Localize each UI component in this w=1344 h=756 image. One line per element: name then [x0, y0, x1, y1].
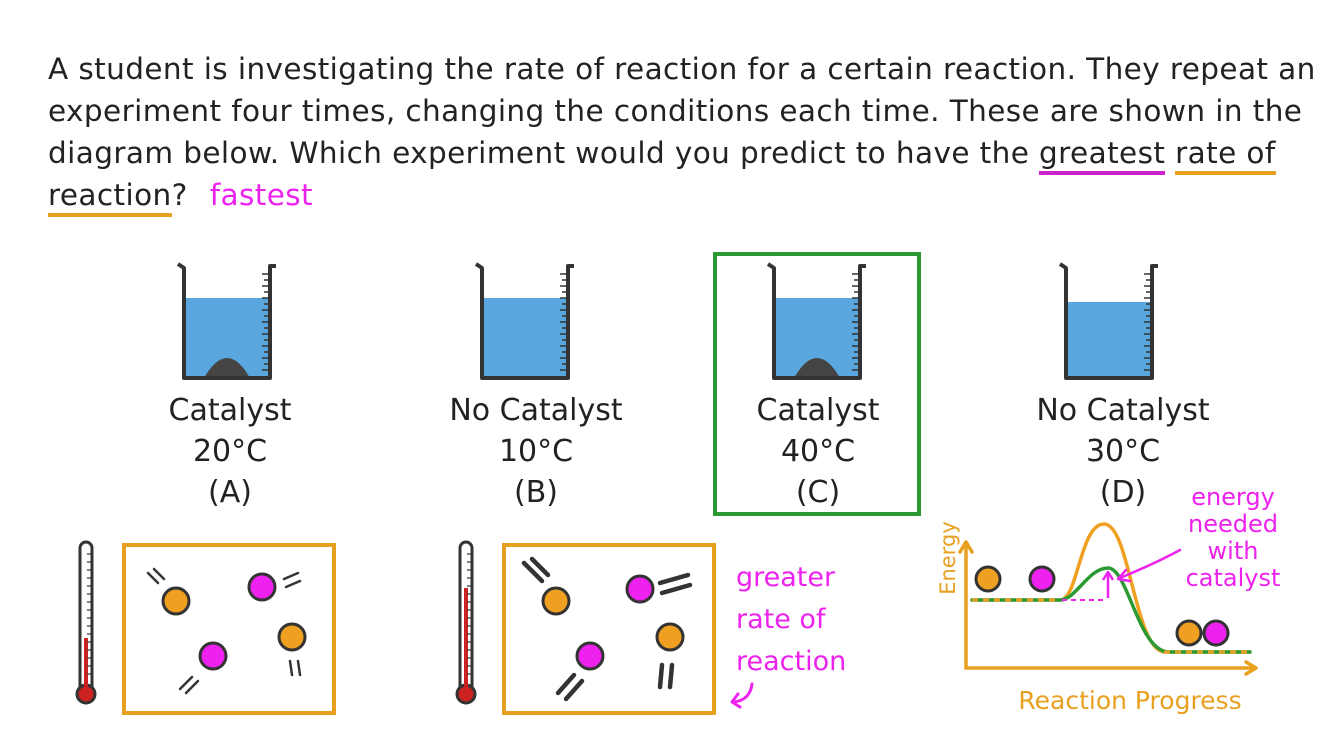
- water: [482, 298, 568, 378]
- product-pink-particle: [1202, 619, 1230, 647]
- underline-greatest: greatest: [1039, 136, 1166, 175]
- orange-particle: [541, 586, 571, 616]
- energy-needed-note: energy needed with catalyst: [1166, 484, 1300, 592]
- orange-particle: [277, 622, 307, 652]
- note-line: rate of: [736, 604, 826, 635]
- particle-box-fast: [502, 543, 716, 715]
- condition-catalyst: Catalyst: [756, 393, 880, 428]
- greater-rate-note: greater rate of reaction: [736, 557, 846, 683]
- underline-rate-of-reaction: rate of reaction: [48, 136, 1276, 217]
- experiment-letter: (D): [1099, 475, 1147, 510]
- thermometer-high: [455, 540, 477, 705]
- condition-catalyst: Catalyst: [168, 393, 292, 428]
- graph-axes: [964, 542, 1256, 670]
- catalyst-lump: [794, 358, 840, 378]
- particle-box-slow: [122, 543, 336, 715]
- water: [1066, 302, 1152, 378]
- experiment-d-label: No Catalyst 30°C (D): [993, 390, 1253, 513]
- question-text: A student is investigating the rate of r…: [48, 48, 1318, 217]
- reactant-orange-particle: [974, 565, 1002, 593]
- graph-y-label: Energy: [936, 521, 960, 595]
- reactant-pink-particle: [1028, 565, 1056, 593]
- note-line: reaction: [736, 646, 847, 677]
- pointer-arrow-icon: [1118, 548, 1182, 580]
- note-line: with: [1207, 537, 1259, 565]
- pink-particle: [625, 574, 655, 604]
- answer-highlight-box: [713, 252, 921, 516]
- thermometer-low: [75, 540, 97, 705]
- condition-temperature: 20°C: [192, 434, 268, 469]
- catalysed-curve: [970, 566, 1252, 654]
- beaker-d: [1058, 262, 1158, 380]
- pink-particle: [198, 641, 228, 671]
- mercury-column: [84, 638, 88, 692]
- condition-catalyst: No Catalyst: [449, 393, 623, 428]
- note-line: greater: [736, 562, 836, 593]
- experiment-letter: (B): [514, 475, 558, 510]
- note-line: needed: [1188, 510, 1278, 538]
- note-line: energy: [1191, 483, 1275, 511]
- condition-catalyst: No Catalyst: [1036, 393, 1210, 428]
- experiment-a-label: Catalyst 20°C (A): [100, 390, 360, 513]
- beaker-b: [474, 262, 574, 380]
- experiment-letter: (C): [795, 475, 841, 510]
- note-line: catalyst: [1185, 564, 1281, 592]
- energy-profile-graph: [958, 522, 1258, 676]
- condition-temperature: 40°C: [780, 434, 856, 469]
- experiment-letter: (A): [208, 475, 252, 510]
- beaker-c: [766, 262, 866, 380]
- pink-particle: [247, 572, 277, 602]
- beaker-a: [176, 262, 276, 380]
- product-orange-particle: [1175, 619, 1203, 647]
- pink-particle: [575, 641, 605, 671]
- condition-temperature: 10°C: [498, 434, 574, 469]
- orange-particle: [161, 586, 191, 616]
- annotation-fastest: fastest: [209, 178, 313, 212]
- question-mark: ?: [171, 178, 188, 212]
- experiment-b-label: No Catalyst 10°C (B): [406, 390, 666, 513]
- curved-arrow-icon: [730, 682, 754, 709]
- catalyst-lump: [204, 358, 250, 378]
- condition-temperature: 30°C: [1085, 434, 1161, 469]
- experiment-c-label: Catalyst 40°C (C): [688, 390, 948, 513]
- orange-particle: [655, 622, 685, 652]
- graph-x-label: Reaction Progress: [1018, 686, 1242, 715]
- question-body: A student is investigating the rate of r…: [48, 52, 1316, 170]
- mercury-column: [464, 588, 468, 692]
